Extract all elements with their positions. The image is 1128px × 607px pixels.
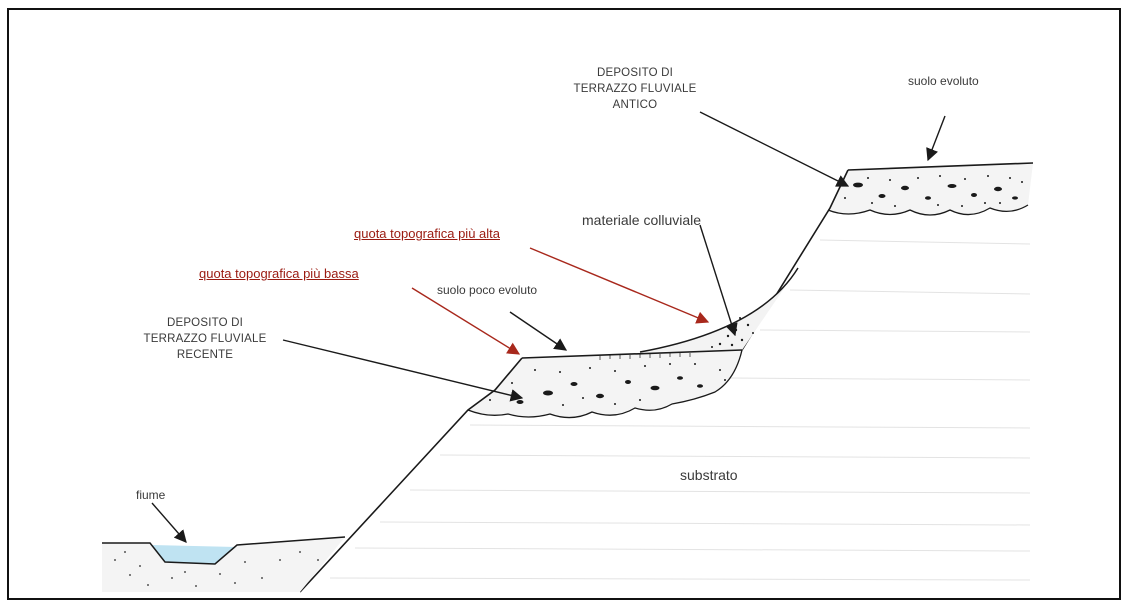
red-arrows [411, 247, 710, 355]
arrow-materiale-colluviale [699, 224, 738, 337]
label-suolo-poco-evoluto: suolo poco evoluto [437, 283, 538, 297]
colluvial-wedge [639, 267, 799, 353]
annotation-arrows [151, 111, 946, 543]
label-deposito-antico-line2: TERRAZZO FLUVIALE [573, 83, 697, 95]
arrow-deposito-antico [699, 111, 850, 187]
label-substrato: substrato [680, 467, 738, 483]
arrow-quota-alta [529, 247, 710, 324]
label-deposito-recente: DEPOSITO DI TERRAZZO FLUVIALE RECENTE [130, 315, 280, 363]
label-deposito-recente-line2: TERRAZZO FLUVIALE [143, 333, 267, 345]
label-deposito-antico: DEPOSITO DI TERRAZZO FLUVIALE ANTICO [565, 65, 705, 113]
diagram-frame [7, 8, 1121, 600]
label-deposito-antico-line1: DEPOSITO DI [596, 67, 674, 79]
label-quota-bassa: quota topografica più bassa [199, 266, 359, 281]
river-water [152, 545, 236, 564]
label-deposito-recente-line1: DEPOSITO DI [166, 317, 244, 329]
label-quota-alta: quota topografica più alta [354, 226, 500, 241]
label-deposito-antico-line3: ANTICO [612, 99, 658, 111]
label-deposito-recente-line3: RECENTE [176, 349, 234, 361]
substrate-strata [329, 239, 1031, 581]
label-materiale-colluviale: materiale colluviale [582, 212, 702, 228]
label-suolo-evoluto: suolo evoluto [908, 74, 979, 88]
arrow-fiume [151, 502, 187, 543]
river-plain [102, 536, 346, 592]
arrow-quota-bassa [411, 287, 521, 355]
arrow-deposito-recente [282, 339, 524, 402]
arrow-suolo-poco-evoluto [509, 311, 568, 351]
label-fiume: fiume [136, 488, 166, 502]
deposito-recente-layer [467, 349, 743, 419]
lower-scarp [299, 357, 523, 593]
deposito-antico-layer [827, 162, 1034, 216]
arrow-suolo-evoluto [926, 115, 946, 162]
